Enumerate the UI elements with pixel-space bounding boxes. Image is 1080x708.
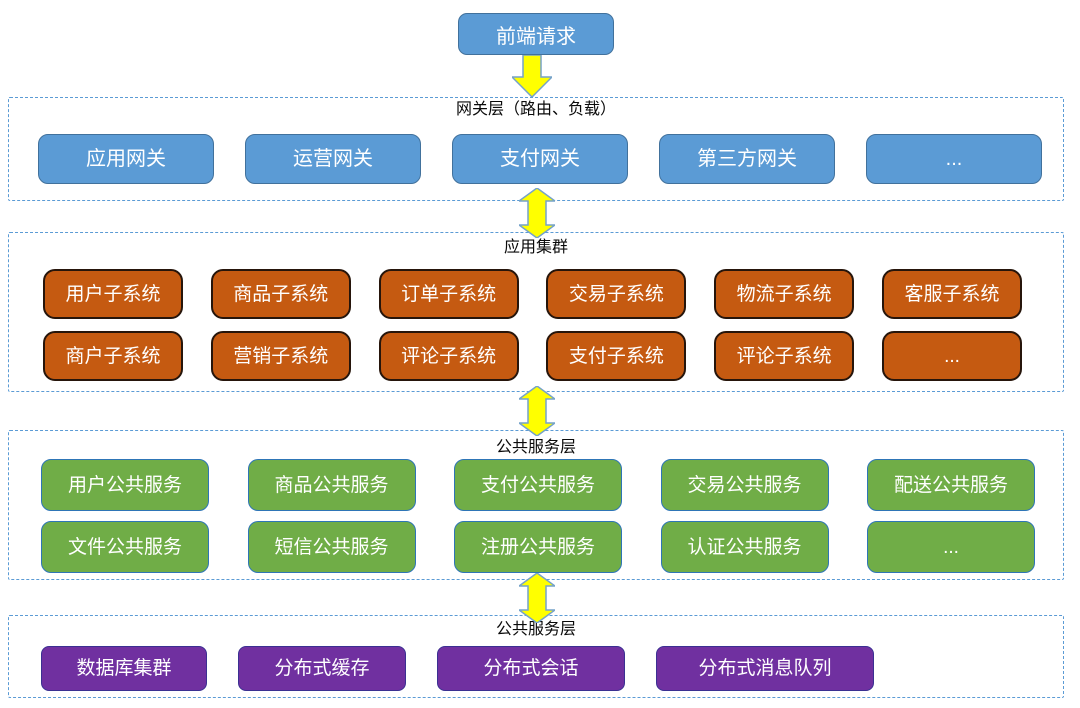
infra-node: 分布式会话: [437, 646, 625, 691]
subsystem-node: 支付子系统: [546, 331, 687, 381]
subsystem-node: 订单子系统: [378, 269, 519, 319]
gateway-node: 第三方网关: [659, 134, 835, 184]
layer-public-service: 公共服务层 用户公共服务 商品公共服务 支付公共服务 交易公共服务 配送公共服务…: [8, 430, 1064, 580]
down-arrow-icon: [512, 55, 552, 97]
subsystem-node: 物流子系统: [714, 269, 855, 319]
service-node: 商品公共服务: [247, 459, 416, 511]
service-row: 文件公共服务 短信公共服务 注册公共服务 认证公共服务 ...: [41, 521, 1035, 573]
gateway-node-ellipsis: ...: [866, 134, 1042, 184]
subsystem-node: 商品子系统: [210, 269, 351, 319]
gateway-node: 支付网关: [452, 134, 628, 184]
service-node: 认证公共服务: [660, 521, 829, 573]
subsystem-node: 客服子系统: [881, 269, 1022, 319]
subsystem-node-ellipsis: ...: [881, 331, 1022, 381]
gateway-row: 应用网关 运营网关 支付网关 第三方网关 ...: [38, 134, 1042, 184]
layer-gateway: 网关层（路由、负载） 应用网关 运营网关 支付网关 第三方网关 ...: [8, 97, 1064, 201]
subsystem-node: 评论子系统: [714, 331, 855, 381]
infra-node: 数据库集群: [41, 646, 207, 691]
layer-app-cluster: 应用集群 用户子系统 商品子系统 订单子系统 交易子系统 物流子系统 客服子系统…: [8, 232, 1064, 392]
layer-label: 公共服务层: [495, 621, 576, 638]
service-node: 配送公共服务: [867, 459, 1035, 511]
subsystem-node: 评论子系统: [378, 331, 519, 381]
service-node: 用户公共服务: [41, 459, 209, 511]
subsystem-row: 用户子系统 商品子系统 订单子系统 交易子系统 物流子系统 客服子系统: [43, 269, 1022, 319]
double-arrow-icon: [519, 573, 555, 623]
double-arrow-icon: [519, 188, 555, 238]
infra-node: 分布式缓存: [238, 646, 406, 691]
gateway-node: 应用网关: [38, 134, 214, 184]
service-node: 支付公共服务: [454, 459, 622, 511]
layer-label: 应用集群: [503, 239, 568, 256]
subsystem-node: 营销子系统: [210, 331, 351, 381]
gateway-node: 运营网关: [245, 134, 421, 184]
front-request-node: 前端请求: [458, 13, 614, 55]
infra-node: 分布式消息队列: [656, 646, 874, 691]
service-node-ellipsis: ...: [867, 521, 1035, 573]
service-node: 注册公共服务: [454, 521, 622, 573]
layer-label: 网关层（路由、负载）: [455, 101, 616, 118]
subsystem-node: 交易子系统: [546, 269, 687, 319]
service-node: 交易公共服务: [660, 459, 829, 511]
subsystem-row: 商户子系统 营销子系统 评论子系统 支付子系统 评论子系统 ...: [43, 331, 1022, 381]
service-row: 用户公共服务 商品公共服务 支付公共服务 交易公共服务 配送公共服务: [41, 459, 1035, 511]
layer-infrastructure: 公共服务层 数据库集群 分布式缓存 分布式会话 分布式消息队列: [8, 615, 1064, 698]
subsystem-node: 用户子系统: [43, 269, 183, 319]
double-arrow-icon: [519, 386, 555, 436]
infra-row: 数据库集群 分布式缓存 分布式会话 分布式消息队列: [41, 646, 1035, 691]
layer-label: 公共服务层: [495, 439, 576, 456]
service-node: 文件公共服务: [41, 521, 209, 573]
service-node: 短信公共服务: [247, 521, 416, 573]
subsystem-node: 商户子系统: [43, 331, 183, 381]
